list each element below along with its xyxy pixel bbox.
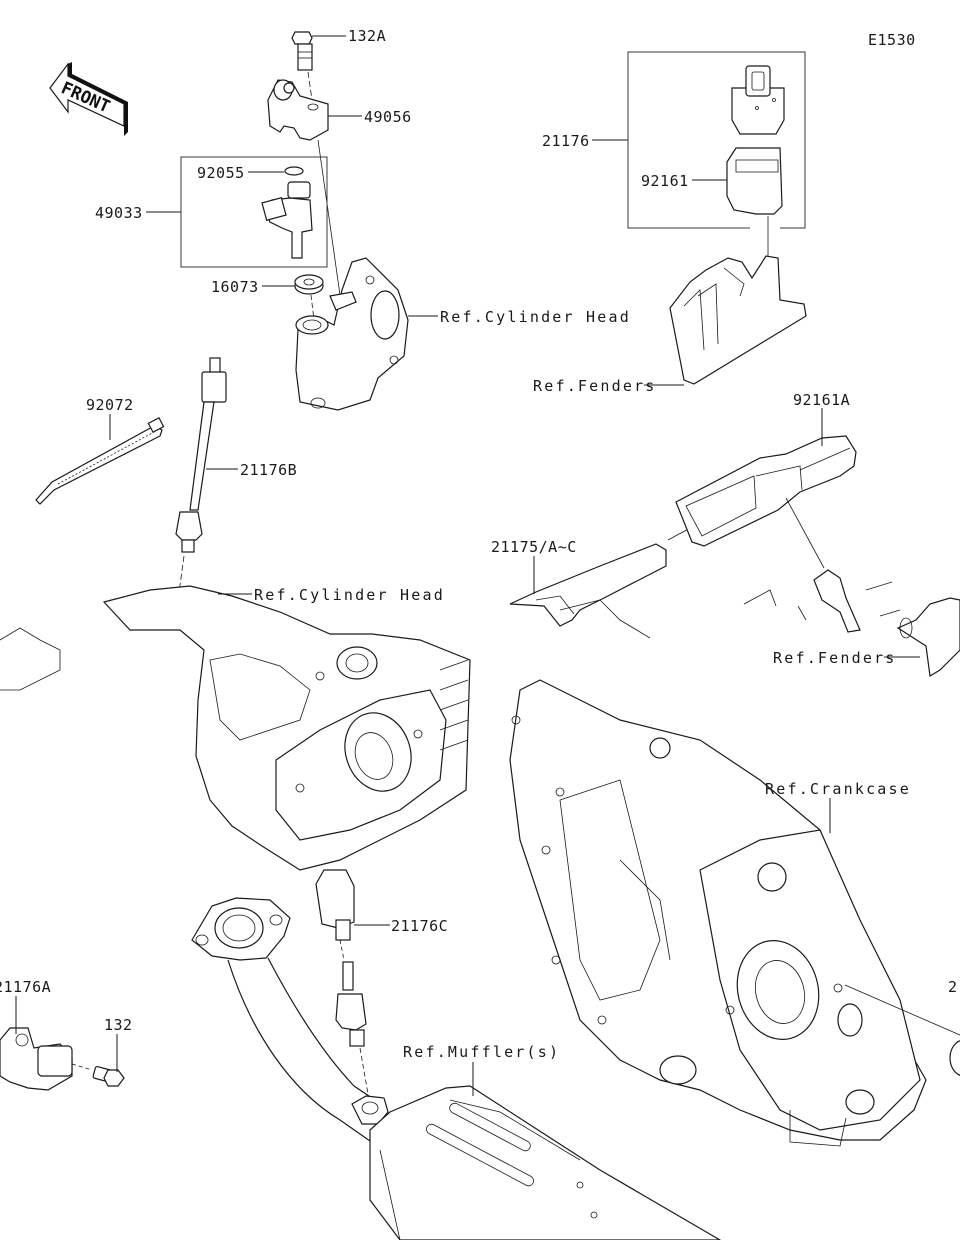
label-21176a: 21176A xyxy=(0,978,51,996)
exhaust-pipe xyxy=(191,897,381,1149)
label-92055: 92055 xyxy=(197,164,245,182)
fender-bracket-right xyxy=(743,569,960,677)
callout-labels: 132A 49056 92055 49033 16073 Ref.Cylinde… xyxy=(0,27,958,1061)
label-92161a: 92161A xyxy=(793,391,850,409)
injector-holder-49056 xyxy=(267,79,329,141)
label-ref-cylinder-head-top: Ref.Cylinder Head xyxy=(440,308,631,326)
label-21176b: 21176B xyxy=(240,461,297,479)
label-132a: 132A xyxy=(348,27,386,45)
bolt-132a xyxy=(291,31,313,71)
leader-lines xyxy=(15,35,920,1096)
crank-sensor-21176A xyxy=(0,1027,73,1091)
label-21175: 21175/A~C xyxy=(491,538,577,556)
connector-cover-92161 xyxy=(726,147,783,215)
cylinder-head xyxy=(102,585,471,871)
terminal-21175 xyxy=(509,543,667,639)
bracket-partial-left xyxy=(0,627,61,691)
label-ref-cylinder-head-mid: Ref.Cylinder Head xyxy=(254,586,445,604)
label-49056: 49056 xyxy=(364,108,412,126)
label-partial-right: 2 xyxy=(948,978,958,996)
label-92161: 92161 xyxy=(641,172,689,190)
diagram-code: E1530 xyxy=(868,31,916,49)
o-ring-92055 xyxy=(284,166,304,176)
label-92072: 92072 xyxy=(86,396,134,414)
o2-sensor-21176C xyxy=(315,869,367,1047)
connector-21176 xyxy=(731,65,785,135)
label-ref-crankcase: Ref.Crankcase xyxy=(765,780,911,798)
label-ref-mufflers: Ref.Muffler(s) xyxy=(403,1043,560,1061)
label-21176c: 21176C xyxy=(391,917,448,935)
insulator-16073 xyxy=(294,274,324,295)
connector-boot-92161A xyxy=(675,435,857,547)
bolt-132 xyxy=(92,1065,125,1087)
fender-bracket-top xyxy=(669,255,807,385)
partial-part-right xyxy=(949,1040,960,1076)
label-16073: 16073 xyxy=(211,278,259,296)
label-ref-fenders-right: Ref.Fenders xyxy=(773,649,897,667)
fuel-injector xyxy=(261,181,313,259)
label-21176: 21176 xyxy=(542,132,590,150)
cable-tie-92072 xyxy=(35,416,165,505)
front-arrow-icon: FRONT xyxy=(49,62,128,136)
temp-sensor-21176B xyxy=(175,357,227,553)
muffler xyxy=(369,1085,722,1240)
throttle-body-manifold xyxy=(295,257,409,411)
sensor-boss xyxy=(351,1095,389,1125)
label-132: 132 xyxy=(104,1016,133,1034)
crankcase xyxy=(509,679,927,1147)
label-49033: 49033 xyxy=(95,204,143,222)
label-ref-fenders-top: Ref.Fenders xyxy=(533,377,657,395)
